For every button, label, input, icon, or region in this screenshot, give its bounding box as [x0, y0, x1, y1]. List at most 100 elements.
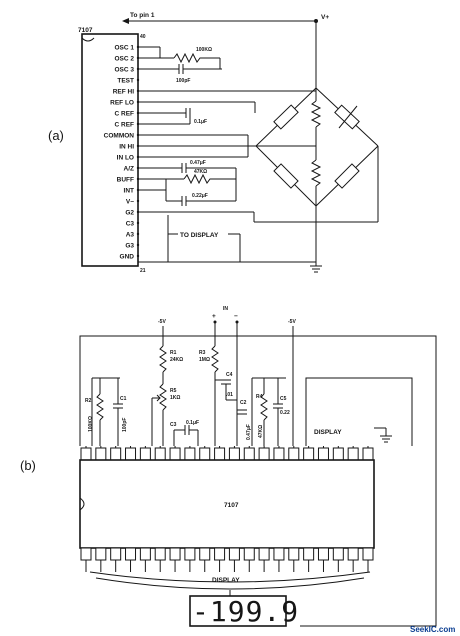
pin-node: [136, 243, 140, 247]
panel-a-label: (a): [48, 128, 64, 143]
to-display-label: TO DISPLAY: [180, 232, 219, 239]
c1-label: C1: [120, 396, 127, 402]
r2-value: 100KΩ: [88, 416, 94, 432]
r2-resistor: [96, 393, 104, 421]
outer-loop-wire: [79, 335, 437, 627]
chip-bottom-pad: [347, 547, 359, 561]
wheatstone-bridge: [255, 87, 379, 222]
chip-bottom-pad: [243, 547, 255, 561]
pin-label: G3: [125, 243, 134, 250]
pin-label: A3: [126, 232, 135, 239]
chip-top-pad: [303, 447, 315, 461]
pin-label: BUFF: [117, 177, 134, 184]
bridge-pot-upper: [310, 100, 322, 128]
pin-label: OSC 1: [114, 45, 134, 52]
pin-label: TEST: [117, 78, 134, 85]
r5-pot: [159, 383, 167, 411]
chip-7107-a: [81, 33, 139, 267]
pin-label: OSC 3: [114, 67, 134, 74]
panel-b-label: (b): [20, 458, 36, 473]
chip-top-pad: [273, 447, 285, 461]
c4-label: C4: [226, 372, 233, 378]
pin-label: COMMON: [104, 133, 135, 140]
pin-40-label: 40: [140, 34, 146, 40]
pin-node: [136, 221, 140, 225]
r4-resistor: [260, 393, 268, 421]
r1-resistor: [159, 345, 167, 373]
r3-resistor: [211, 345, 219, 373]
chip-top-pad: [332, 447, 344, 461]
to-pin1-arrow: [122, 18, 129, 24]
lcd-readout: -199.9: [192, 595, 299, 628]
chip-bottom-pad: [199, 547, 211, 561]
in-label: IN: [223, 306, 228, 312]
chip-bottom-pad: [95, 547, 107, 561]
display-bus-funnel-2: [95, 577, 365, 590]
pin-label: IN HI: [119, 144, 134, 151]
r2-label: R2: [85, 398, 92, 404]
pin-label: REF HI: [113, 89, 135, 96]
c2-value: 0.47μF: [246, 424, 252, 440]
c4-value: .01: [226, 392, 233, 398]
bridge-pot-lower: [310, 159, 322, 187]
chip-top-pad: [228, 447, 240, 461]
bridge-resistor-bottom-left: [273, 163, 299, 189]
chip-top-pad: [125, 447, 137, 461]
chip-bottom-pad: [214, 547, 226, 561]
pin-label: INT: [124, 188, 135, 195]
chip-top-pad: [288, 447, 300, 461]
cref-value: 0.1μF: [194, 119, 207, 125]
in-plus: +: [212, 313, 216, 320]
chip-bottom-pad: [139, 547, 151, 561]
bridge-resistor-top-right: [334, 104, 360, 130]
r1-value: 24KΩ: [170, 357, 183, 363]
chip-top-pad: [258, 447, 270, 461]
chip-bottom-pad: [317, 547, 329, 561]
c5-value: 0.22: [280, 410, 290, 416]
pin-node: [136, 254, 140, 258]
int-resistor: [183, 173, 236, 185]
chip-bottom-pad: [169, 547, 181, 561]
pin-label: V−: [126, 199, 134, 206]
chip-bottom-pad: [110, 547, 122, 561]
chip-top-pad: [214, 447, 226, 461]
chip-top-pad: [347, 447, 359, 461]
r4-label: R4: [256, 394, 263, 400]
int-c-value: 0.22μF: [192, 193, 208, 199]
in-minus: −: [234, 313, 238, 320]
watermark: SeekIC.com: [410, 625, 455, 634]
panel-b: (b) -5V -5V IN + − R1 24KΩ R5 1KΩ C3: [20, 306, 437, 628]
r3-label: R3: [199, 350, 206, 356]
bridge-resistor-bottom-right: [334, 163, 360, 189]
neg5-right-label: -5V: [288, 319, 296, 325]
r4-value: 47KΩ: [258, 425, 264, 438]
chip-top-pad: [110, 447, 122, 461]
chip-bottom-pad: [288, 547, 300, 561]
pin-label: C REF: [115, 111, 135, 118]
chip-bottom-pad: [125, 547, 137, 561]
pin-node: [136, 78, 140, 82]
az-c-value: 0.47μF: [190, 160, 206, 166]
chip-top-pad: [154, 447, 166, 461]
chip-top-pad: [362, 447, 374, 461]
pin-label: C REF: [115, 122, 135, 129]
osc-c-value: 100pF: [176, 78, 190, 84]
chip-top-pad: [139, 447, 151, 461]
chip-7107-b: [79, 459, 375, 549]
pin-label: C3: [126, 221, 135, 228]
neg5-left-label: -5V: [158, 319, 166, 325]
chip-top-pad: [95, 447, 107, 461]
chip-bottom-pad: [258, 547, 270, 561]
c3-label: C3: [170, 422, 177, 428]
pin-label: GND: [120, 254, 135, 261]
c2-label: C2: [240, 400, 247, 406]
display-top-label: DISPLAY: [314, 429, 342, 436]
display-bottom-label: DISPLAY: [212, 577, 240, 584]
pin-21-label: 21: [140, 268, 146, 274]
r5-value: 1KΩ: [170, 395, 180, 401]
r5-label: R5: [170, 388, 177, 394]
chip-bottom-pad: [184, 547, 196, 561]
